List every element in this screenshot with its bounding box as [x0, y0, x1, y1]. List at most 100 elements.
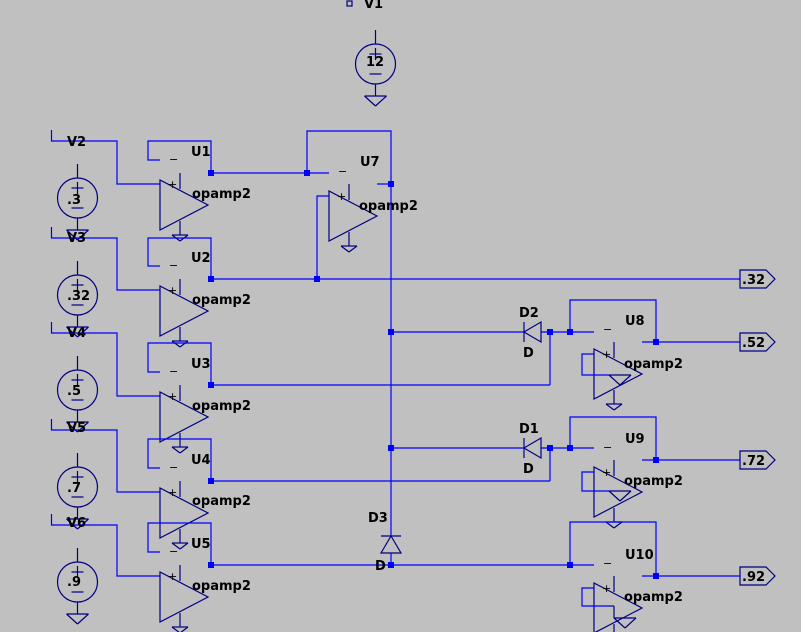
junction-dot [653, 573, 659, 579]
v6-name: V6 [67, 516, 86, 531]
u5-name: U5 [191, 537, 211, 552]
u2-plus-pin: + [168, 284, 177, 297]
u2-minus-pin: − [169, 259, 178, 272]
v3-name: V3 [67, 231, 86, 246]
junction-dot [567, 562, 573, 568]
opamp-u3[interactable]: − + U3 opamp2 [147, 342, 251, 454]
out4-label: .92 [742, 570, 765, 585]
voltage-source-v4[interactable]: V4 .5 [50, 322, 161, 433]
v3-value: .32 [67, 289, 90, 304]
net-label-out2[interactable]: .52 [739, 332, 776, 352]
d2-name: D2 [519, 306, 539, 321]
net-label-out4[interactable]: .92 [739, 566, 776, 586]
u2-model: opamp2 [192, 293, 251, 308]
voltage-source-v1[interactable]: V1 12 [346, 0, 397, 107]
ground-symbols [608, 374, 637, 629]
diode-d3[interactable]: D3 D [368, 511, 403, 574]
u1-model: opamp2 [192, 187, 251, 202]
u1-plus-pin: + [168, 178, 177, 191]
u9-minus-pin: − [603, 441, 612, 454]
u10-model: opamp2 [624, 590, 683, 605]
u4-name: U4 [191, 453, 211, 468]
u8-plus-pin: + [602, 348, 611, 361]
v1-name: V1 [364, 0, 383, 12]
v5-value: .7 [67, 481, 81, 496]
net-label-out3[interactable]: .72 [739, 450, 776, 470]
opamp-u5[interactable]: − + U5 opamp2 [147, 522, 251, 632]
junction-dot [388, 329, 394, 335]
u9-name: U9 [625, 432, 645, 447]
u3-minus-pin: − [169, 365, 178, 378]
opamp-u2[interactable]: − + U2 opamp2 [147, 237, 251, 348]
diode-d1[interactable]: D1 D [519, 422, 542, 477]
out1-label: .32 [742, 273, 765, 288]
u4-minus-pin: − [169, 461, 178, 474]
u10-name: U10 [625, 548, 654, 563]
diode-d2[interactable]: D2 D [519, 306, 542, 361]
out2-label: .52 [742, 336, 765, 351]
junction-dot [653, 339, 659, 345]
d1-name: D1 [519, 422, 539, 437]
net-label-out1[interactable]: .32 [739, 269, 776, 289]
u7-model: opamp2 [359, 199, 418, 214]
u1-minus-pin: − [169, 153, 178, 166]
u3-plus-pin: + [168, 390, 177, 403]
v4-name: V4 [67, 326, 86, 341]
junction-dot [208, 562, 214, 568]
v4-value: .5 [67, 384, 81, 399]
opamp-u7[interactable]: − + U7 opamp2 [211, 130, 418, 279]
ground-icon [613, 617, 637, 629]
v5-name: V5 [67, 421, 86, 436]
u10-minus-pin: − [603, 557, 612, 570]
u8-name: U8 [625, 314, 645, 329]
junction-dot [304, 170, 310, 176]
u7-name: U7 [360, 155, 380, 170]
d1-model: D [523, 462, 534, 477]
d2-model: D [523, 346, 534, 361]
u5-model: opamp2 [192, 579, 251, 594]
opamp-u9[interactable]: − + U9 opamp2 [569, 416, 740, 529]
u9-plus-pin: + [602, 466, 611, 479]
opamp-u1[interactable]: − + U1 opamp2 [147, 140, 251, 242]
opamp-u10[interactable]: − + U10 opamp2 [569, 521, 740, 632]
voltage-source-v3[interactable]: V3 .32 [50, 227, 161, 338]
junction-dot [567, 445, 573, 451]
v1-value: 12 [366, 55, 384, 70]
d3-name: D3 [368, 511, 388, 526]
voltage-source-v5[interactable]: V5 .7 [50, 419, 161, 530]
junction-dot [547, 329, 553, 335]
u8-minus-pin: − [603, 323, 612, 336]
u5-plus-pin: + [168, 570, 177, 583]
v6-value: .9 [67, 575, 81, 590]
u7-plus-pin: + [337, 190, 346, 203]
voltage-source-v6[interactable]: V6 .9 [50, 514, 161, 625]
v2-name: V2 [67, 135, 86, 150]
u9-model: opamp2 [624, 474, 683, 489]
junction-dot [208, 382, 214, 388]
junctions [208, 170, 659, 579]
junction-dot [567, 329, 573, 335]
junction-dot [653, 457, 659, 463]
voltage-source-v2[interactable]: V2 .3 [50, 130, 161, 241]
junction-dot [388, 181, 394, 187]
u2-name: U2 [191, 251, 211, 266]
junction-dot [547, 445, 553, 451]
junction-dot [314, 276, 320, 282]
u3-name: U3 [191, 357, 211, 372]
junction-dot [208, 478, 214, 484]
junction-dot [208, 170, 214, 176]
opamp-u4[interactable]: − + U4 opamp2 [147, 438, 251, 550]
u10-plus-pin: + [602, 582, 611, 595]
junction-dot [388, 562, 394, 568]
u3-model: opamp2 [192, 399, 251, 414]
opamp-u8[interactable]: − + U8 opamp2 [569, 299, 740, 411]
junction-dot [388, 445, 394, 451]
d3-model: D [375, 559, 386, 574]
ground-icon [608, 374, 632, 386]
u5-minus-pin: − [169, 545, 178, 558]
junction-dot [208, 276, 214, 282]
out3-label: .72 [742, 454, 765, 469]
u4-plus-pin: + [168, 486, 177, 499]
u1-name: U1 [191, 145, 211, 160]
